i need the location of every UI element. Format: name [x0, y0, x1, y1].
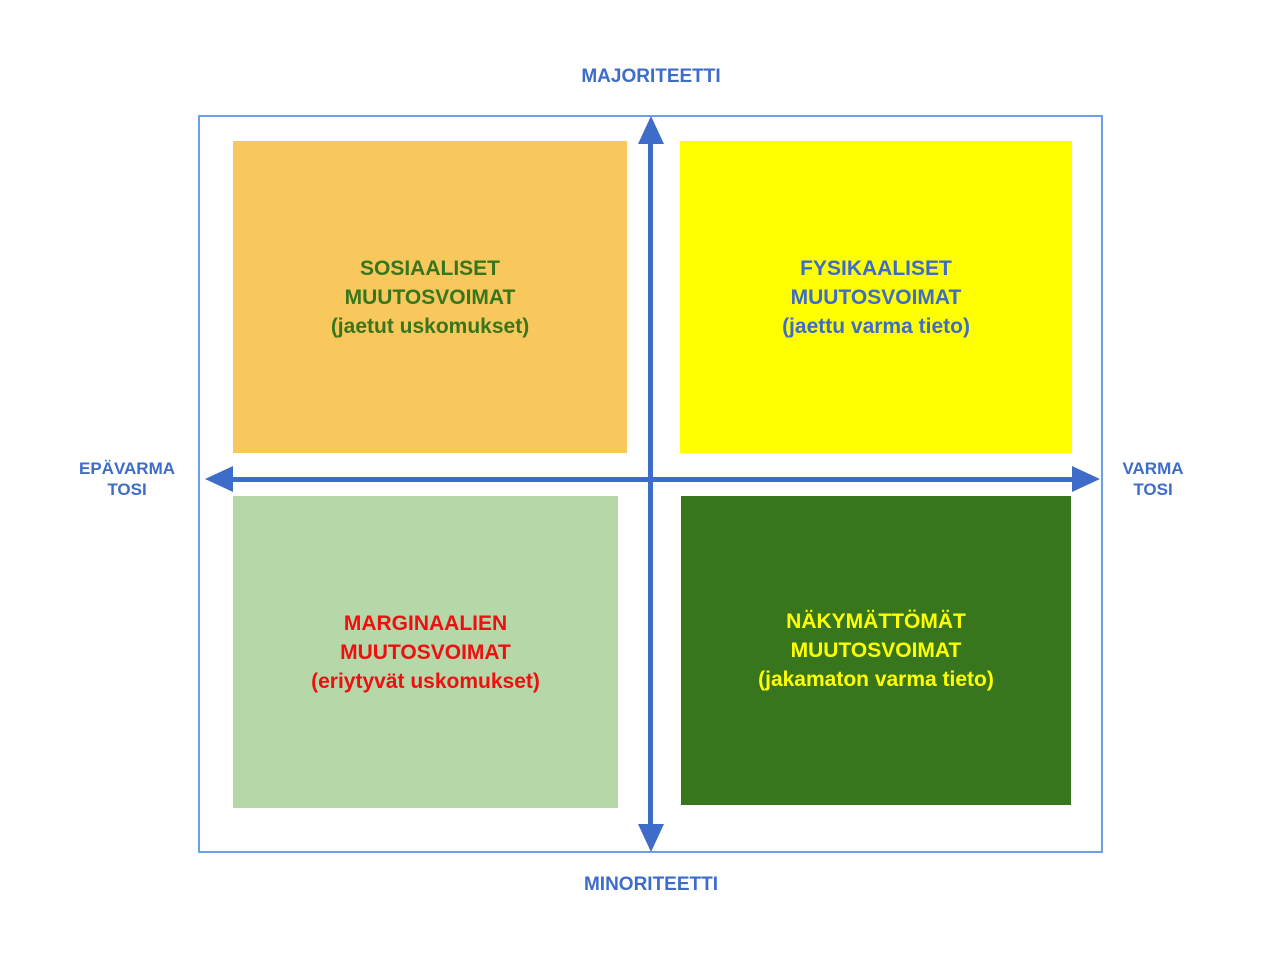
quadrant-top-right: FYSIKAALISET MUUTOSVOIMAT (jaettu varma … [680, 141, 1072, 453]
quadrant-bottom-right: NÄKYMÄTTÖMÄT MUUTOSVOIMAT (jakamaton var… [681, 496, 1071, 805]
axis-arrowhead-right [1072, 466, 1100, 492]
quadrant-bottom-left: MARGINAALIEN MUUTOSVOIMAT (eriytyvät usk… [233, 496, 618, 808]
quadrant-top-left-subtitle: (jaetut uskomukset) [330, 314, 530, 338]
axis-label-left-line1: EPÄVARMA [78, 459, 176, 478]
axis-label-right-line2: TOSI [1133, 480, 1173, 499]
axis-label-bottom: MINORITEETTI [583, 874, 719, 895]
vertical-axis [648, 140, 653, 828]
axis-label-right: VARMA TOSI [1053, 458, 1253, 500]
axis-label-right-line1: VARMA [1122, 459, 1184, 478]
axis-label-left: EPÄVARMA TOSI [27, 458, 227, 500]
quadrant-top-right-subtitle: (jaettu varma tieto) [782, 314, 970, 338]
axis-arrowhead-left [205, 466, 233, 492]
quadrant-bottom-left-title-line2: MUUTOSVOIMAT [340, 640, 511, 664]
quadrant-top-left-title-line2: MUUTOSVOIMAT [344, 285, 516, 309]
axis-label-top: MAJORITEETTI [581, 66, 721, 87]
quadrant-top-right-title-line1: FYSIKAALISET [800, 256, 952, 280]
axis-arrowhead-up [638, 116, 664, 144]
quadrant-bottom-right-title-line2: MUUTOSVOIMAT [790, 639, 962, 662]
quadrant-bottom-left-title-line1: MARGINAALIEN [343, 611, 508, 635]
axis-label-left-line2: TOSI [107, 480, 147, 499]
axis-arrowhead-down [638, 824, 664, 852]
quadrant-bottom-left-subtitle: (eriytyvät uskomukset) [311, 669, 540, 693]
quadrant-top-left-title-line1: SOSIAALISET [359, 256, 501, 280]
horizontal-axis [230, 477, 1074, 482]
quadrant-bottom-right-subtitle: (jakamaton varma tieto) [758, 668, 994, 691]
quadrant-top-left: SOSIAALISET MUUTOSVOIMAT (jaetut uskomuk… [233, 141, 627, 453]
quadrant-bottom-right-title-line1: NÄKYMÄTTÖMÄT [786, 610, 966, 633]
quadrant-top-right-title-line2: MUUTOSVOIMAT [790, 285, 962, 309]
